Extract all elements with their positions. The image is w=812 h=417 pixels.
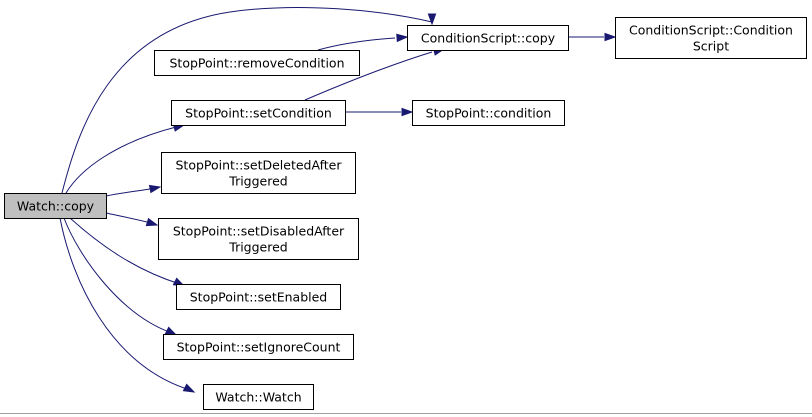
arrowhead-icon (164, 326, 178, 336)
edge-condscript-copy-to-condscript-ctor (568, 32, 617, 42)
edge-watch-copy-to-watch-ctor (59, 217, 196, 393)
arrowhead-icon (604, 32, 617, 42)
node-box (203, 384, 314, 410)
arrowhead-icon (427, 13, 437, 26)
edge-line (317, 37, 396, 51)
node-box (163, 334, 354, 360)
node-label-line: ConditionScript::Condition (629, 23, 793, 38)
node-set-enabled[interactable]: StopPoint::setEnabled (176, 284, 341, 310)
node-watch-ctor[interactable]: Watch::Watch (203, 384, 314, 410)
edge-line (105, 188, 151, 197)
edge-line (63, 217, 173, 334)
arrowhead-icon (401, 107, 414, 117)
node-label-line: StopPoint::setDisabledAfter (173, 224, 345, 239)
nodes-layer: Watch::copy ConditionScript::copy Conditio… (4, 17, 807, 410)
node-box (161, 152, 356, 194)
node-label-line: Triggered (228, 174, 287, 189)
node-remove-condition[interactable]: StopPoint::removeCondition (154, 50, 360, 76)
node-condscript-copy[interactable]: ConditionScript::copy (407, 25, 569, 51)
node-label-line: ConditionScript::copy (421, 31, 556, 46)
bottom-divider (0, 413, 812, 414)
node-label-line: StopPoint::condition (426, 106, 552, 121)
edge-line (65, 125, 181, 194)
arrowhead-icon (145, 217, 159, 227)
arrowhead-icon (182, 383, 196, 393)
node-box (171, 100, 346, 126)
edge-line (61, 6, 433, 194)
node-label-line: Watch::Watch (215, 390, 301, 405)
node-label-line: StopPoint::setIgnoreCount (177, 340, 341, 355)
node-label-line: Watch::copy (17, 199, 95, 214)
node-label-line: StopPoint::setDeletedAfter (175, 158, 342, 173)
node-box (615, 17, 807, 59)
edge-line (304, 51, 433, 101)
edges-layer (59, 6, 617, 393)
node-set-condition[interactable]: StopPoint::setCondition (171, 100, 346, 126)
edge-watch-copy-to-set-disabled (105, 212, 159, 227)
node-set-ignore[interactable]: StopPoint::setIgnoreCount (163, 334, 354, 360)
edge-line (59, 217, 191, 391)
node-box (176, 284, 341, 310)
edge-watch-copy-to-condscript-copy (61, 6, 437, 194)
edge-line (69, 217, 181, 285)
edge-set-condition-to-condition (345, 107, 414, 117)
edge-remove-condition-to-condscript-copy (317, 33, 409, 51)
node-box (154, 50, 360, 76)
node-box (412, 100, 565, 126)
node-box (4, 193, 107, 219)
node-condition[interactable]: StopPoint::condition (412, 100, 565, 126)
node-box (407, 25, 569, 51)
arrowhead-icon (148, 184, 162, 194)
edge-watch-copy-to-set-deleted (105, 184, 162, 197)
node-label-line: Triggered (228, 240, 287, 255)
node-label-line: StopPoint::removeCondition (170, 56, 345, 71)
node-condscript-ctor[interactable]: ConditionScript::ConditionScript (615, 17, 807, 59)
node-label-line: Script (693, 39, 729, 54)
node-label-line: StopPoint::setCondition (185, 106, 332, 121)
node-label-line: StopPoint::setEnabled (190, 290, 328, 305)
node-box (158, 218, 359, 260)
arrowhead-icon (396, 33, 409, 43)
edge-line (105, 212, 148, 223)
node-watch-copy[interactable]: Watch::copy (4, 193, 107, 219)
